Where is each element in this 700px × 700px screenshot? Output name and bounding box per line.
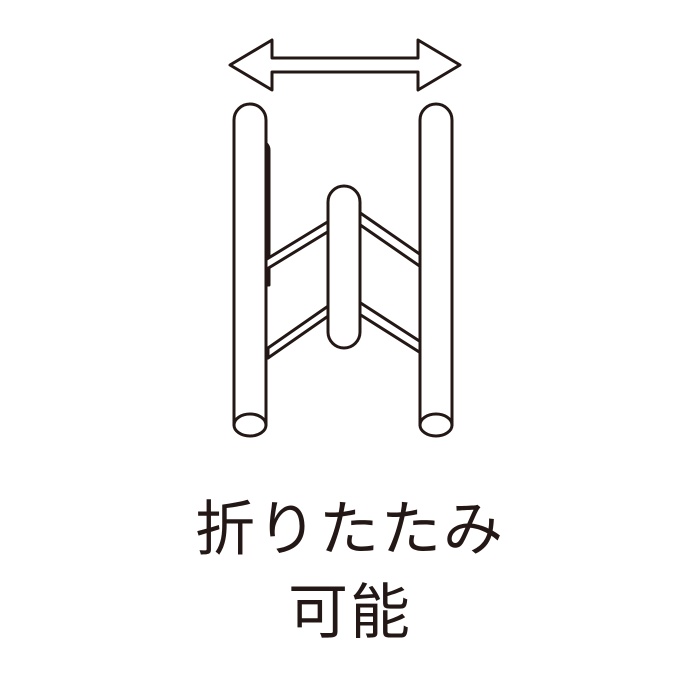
front-legs	[232, 102, 454, 438]
center-leg	[326, 184, 362, 350]
caption-line-1: 折りたたみ	[195, 495, 505, 565]
folding-stand-icon	[228, 38, 462, 438]
caption-line-2: 可能	[288, 578, 412, 648]
double-arrow-icon	[228, 38, 462, 92]
